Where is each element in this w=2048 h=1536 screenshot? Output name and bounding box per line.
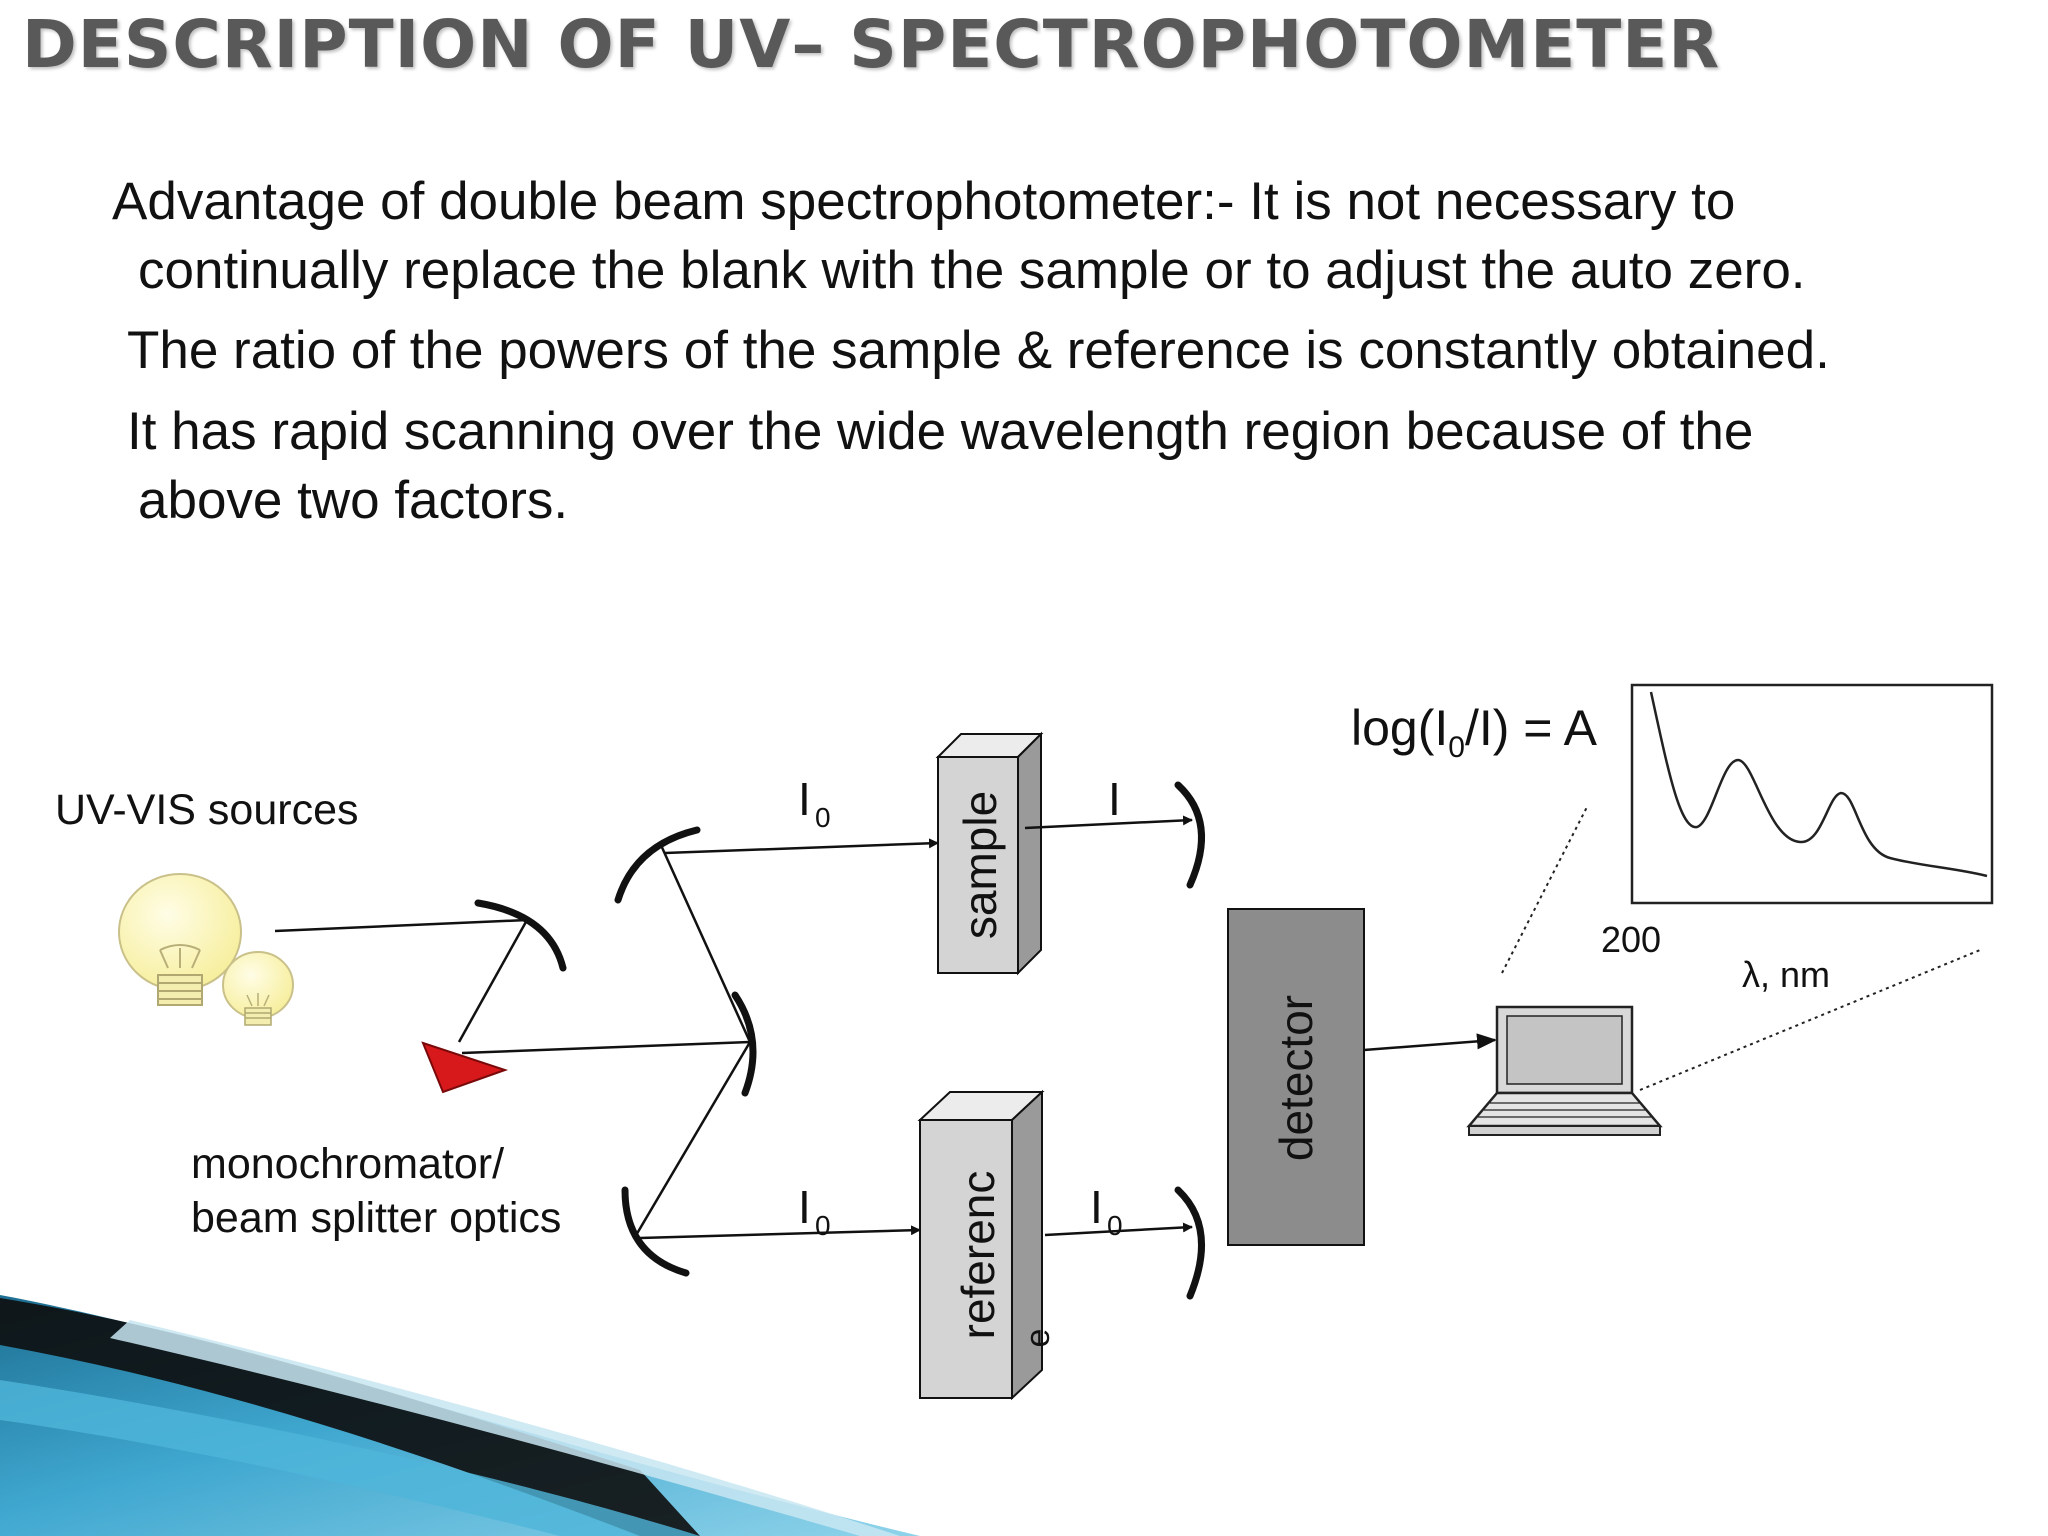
sample-label: sample bbox=[954, 791, 1006, 939]
laptop-icon bbox=[1466, 1005, 1663, 1136]
label-I0-upper: I 0 bbox=[798, 773, 831, 833]
reference-exit-mirror bbox=[1174, 1186, 1206, 1300]
absorbance-equation: log(I0/I) = A bbox=[1351, 700, 1598, 764]
upper-beam-to-sample bbox=[664, 838, 939, 855]
monochromator-label-line-1: monochromator/ bbox=[191, 1140, 504, 1188]
splitter-to-lower-mirror-beam bbox=[633, 1041, 752, 1238]
detector-to-computer-arrow bbox=[1363, 1033, 1497, 1052]
lower-mirror bbox=[621, 1186, 690, 1277]
slide-title: DESCRIPTION OF UV– SPECTROPHOTOMETER bbox=[22, 6, 1721, 83]
splitter-to-upper-mirror-beam bbox=[658, 842, 752, 1043]
sample-exit-beam bbox=[1024, 815, 1193, 830]
svg-text:log(I0/I) = A: log(I0/I) = A bbox=[1351, 700, 1598, 764]
paragraph-1-line-1: Advantage of double beam spectrophotomet… bbox=[112, 172, 1736, 231]
paragraph-3-line-1: It has rapid scanning over the wide wave… bbox=[127, 402, 1754, 461]
monochromator-label-line-2: beam splitter optics bbox=[191, 1194, 561, 1242]
paragraph-2: The ratio of the powers of the sample & … bbox=[127, 321, 1830, 380]
label-I0-lower: I 0 bbox=[798, 1181, 831, 1241]
zoom-dotted-line-right bbox=[1639, 949, 1981, 1091]
label-I0-reference: I 0 bbox=[1090, 1181, 1123, 1241]
sample-exit-mirror bbox=[1174, 781, 1205, 889]
splitter-mirror bbox=[731, 991, 757, 1097]
spectrum-frame bbox=[1630, 683, 1994, 905]
mirror-to-prism-beam bbox=[457, 919, 529, 1043]
reference-exit-beam bbox=[1044, 1222, 1193, 1237]
lightbulb-icon-small bbox=[222, 951, 294, 1026]
label-I-sample: I bbox=[1108, 773, 1121, 825]
prism-icon bbox=[421, 1041, 509, 1094]
detector-label: detector bbox=[1270, 995, 1322, 1161]
paragraph-3-line-2: above two factors. bbox=[138, 471, 569, 530]
absorbance-spectrum-curve bbox=[1649, 691, 1988, 878]
detector-box: detector bbox=[1227, 908, 1365, 1246]
corner-swoosh-decoration bbox=[0, 1295, 920, 1536]
reference-cell: referenc e bbox=[917, 1089, 1057, 1401]
sources-label: UV-VIS sources bbox=[55, 786, 359, 834]
spectrum-axis-label: λ, nm bbox=[1742, 954, 1830, 995]
svg-text:0: 0 bbox=[815, 802, 831, 833]
svg-text:I: I bbox=[1090, 1181, 1103, 1233]
reference-label-tail: e bbox=[1019, 1329, 1057, 1348]
lower-beam-to-reference bbox=[639, 1225, 921, 1240]
source-beam bbox=[274, 918, 528, 933]
sample-cell: sample bbox=[935, 731, 1044, 976]
svg-text:I: I bbox=[798, 1181, 811, 1233]
paragraph-1-line-2: continually replace the blank with the s… bbox=[138, 241, 1806, 300]
upper-mirror bbox=[614, 826, 701, 904]
svg-text:0: 0 bbox=[815, 1210, 831, 1241]
spectrum-plot: 200 λ, nm bbox=[1601, 683, 1994, 995]
prism-to-splitter-beam bbox=[461, 1040, 751, 1055]
svg-text:I: I bbox=[798, 773, 811, 825]
spectrum-x-start-label: 200 bbox=[1601, 919, 1661, 960]
reference-label: referenc bbox=[952, 1171, 1004, 1340]
lightbulb-icon-large bbox=[118, 873, 242, 1006]
source-mirror bbox=[474, 899, 567, 972]
zoom-dotted-line-left bbox=[1501, 804, 1589, 974]
svg-text:0: 0 bbox=[1107, 1210, 1123, 1241]
